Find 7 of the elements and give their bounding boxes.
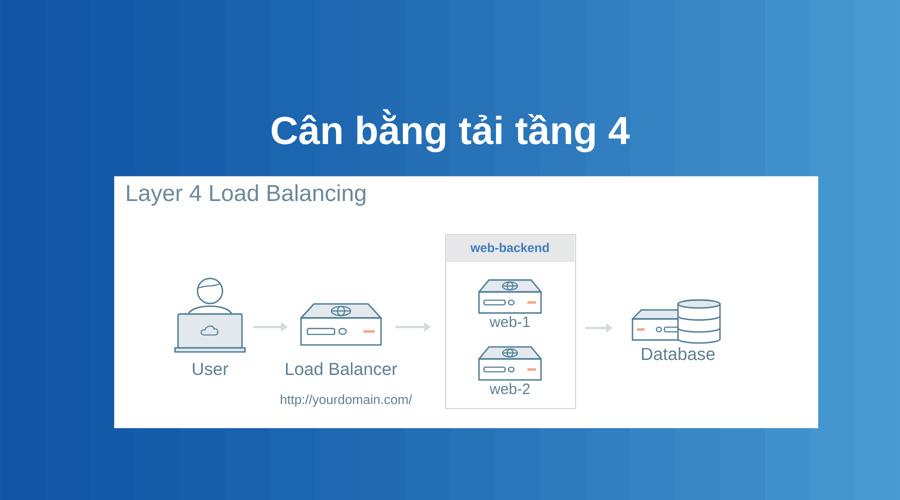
node-label: User (192, 362, 228, 376)
node-label: Database (642, 347, 715, 360)
title: Cân bằng tải tầng 4 (272, 109, 630, 152)
node-label: web-1 (490, 316, 530, 328)
url-text: http://yourdomain.com/ (280, 394, 412, 407)
node-label: web-2 (490, 383, 530, 394)
node-label: Load Balancer (286, 362, 398, 376)
